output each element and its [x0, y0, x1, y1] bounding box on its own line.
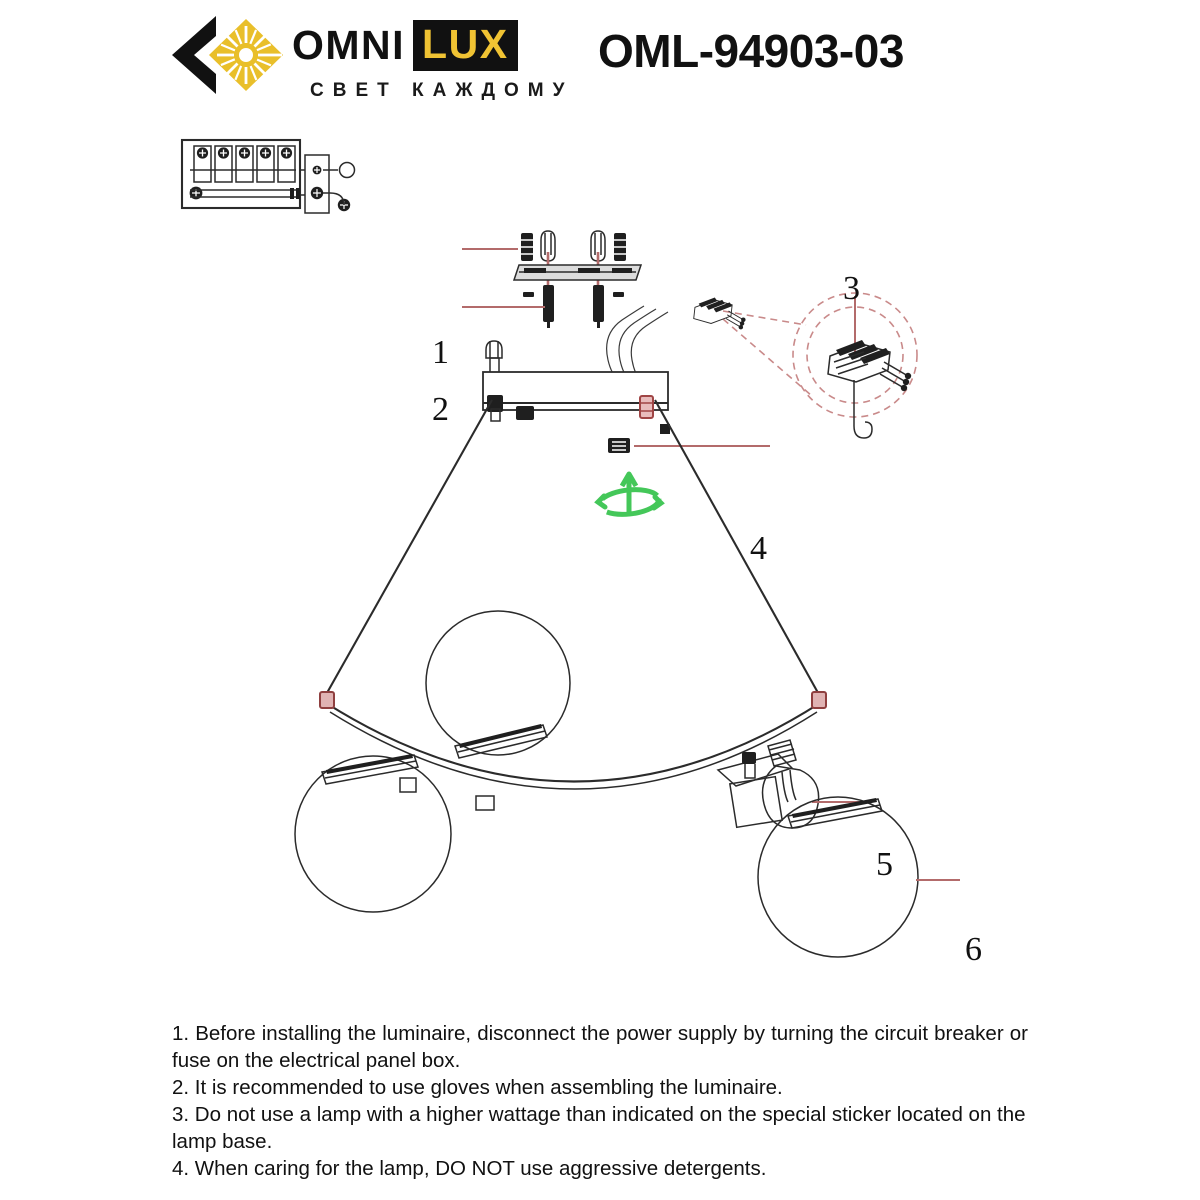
globe-shade-upper: [425, 610, 571, 759]
arm-joint-left: [319, 691, 335, 709]
callout-number-2: 2: [432, 391, 449, 428]
instruction-line-4: 4. When caring for the lamp, DO NOT use …: [172, 1157, 767, 1180]
part-1-wall-anchor-dowel: [462, 233, 626, 261]
instruction-line-2: 2. It is recommended to use gloves when …: [172, 1076, 783, 1099]
shade-mounts: [399, 777, 495, 811]
globe-shade-left: [294, 754, 452, 913]
part-6-glass-globe-shade: [757, 796, 960, 958]
part-5-light-bulb: [761, 739, 872, 829]
brand-name-lux-box: LUX: [413, 19, 518, 71]
circuit-breaker-panel: [180, 138, 356, 214]
part-4-fixing-screw: [608, 438, 770, 453]
callout-number-4: 4: [750, 530, 767, 567]
arm-joint-right: [811, 691, 827, 709]
part-3-terminal-block-detail: [722, 292, 918, 439]
lamp-socket-right: [716, 752, 794, 829]
callout-number-1: 1: [432, 334, 449, 371]
safety-instructions: 1. Before installing the luminaire, disc…: [172, 1020, 1028, 1182]
brand-wordmark: OMNI LUX: [292, 19, 518, 71]
lamp-frame: [319, 399, 827, 790]
brand-tagline: СВЕТ КАЖДОМУ: [310, 80, 574, 101]
brand-logo: OMNI LUX СВЕТ КАЖДОМУ: [170, 12, 564, 104]
callout-number-6: 6: [965, 931, 982, 968]
callout-number-5: 5: [876, 846, 893, 883]
brand-name-lux: LUX: [422, 20, 509, 67]
product-code: OML-94903-03: [598, 25, 904, 77]
rotation-arrow-icon: [594, 471, 665, 517]
diagram-svg: .ln { fill:none; stroke:#2b2b2b; stroke-…: [180, 138, 960, 958]
page-header: OMNI LUX СВЕТ КАЖДОМУ OML-94903-03: [0, 0, 1200, 112]
callout-number-3: 3: [843, 270, 860, 307]
instruction-line-3: 3. Do not use a lamp with a higher watta…: [172, 1103, 1026, 1153]
instruction-line-1: 1. Before installing the luminaire, disc…: [172, 1022, 1028, 1072]
ceiling-mount-bar: [482, 340, 670, 434]
omnilux-sunburst-diamond-logo: [170, 14, 288, 96]
brand-name-omni: OMNI: [292, 21, 406, 68]
installation-diagram: .ln { fill:none; stroke:#2b2b2b; stroke-…: [0, 100, 1200, 1000]
part-2-mounting-screw: [462, 230, 643, 328]
